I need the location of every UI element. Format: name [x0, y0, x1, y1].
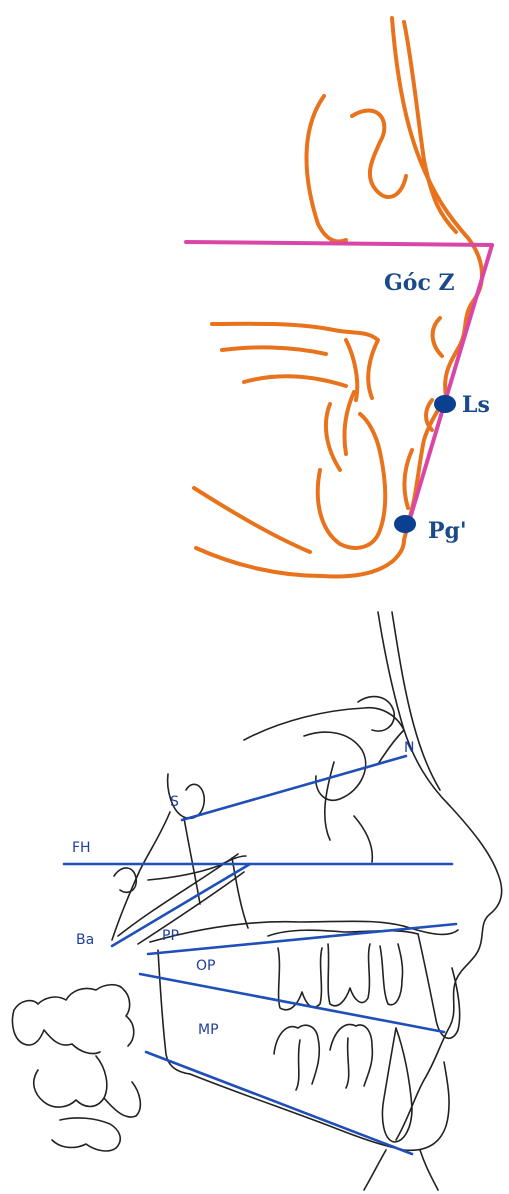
- symphysis-outline: [364, 1150, 438, 1190]
- inner-frontal-outline: [392, 612, 440, 790]
- orbit-outline: [304, 697, 394, 801]
- mp-label: MP: [198, 1022, 219, 1038]
- frankfort-horizontal-line: [186, 242, 492, 245]
- cranial-base: [244, 708, 404, 764]
- sn-line: [182, 756, 406, 820]
- lower-incisor: [382, 1028, 412, 1142]
- n-label: N: [404, 740, 414, 756]
- upper-incisor: [418, 934, 460, 1038]
- forehead-outline: [378, 612, 502, 1140]
- soft-tissue-profile: [194, 18, 482, 576]
- mandible-outline: [190, 1062, 449, 1150]
- pg-point: [394, 515, 416, 533]
- pp-label: PP: [162, 928, 179, 944]
- nasal-inner-contour: [404, 22, 456, 232]
- chin-detail: [405, 450, 412, 508]
- pp-line: [148, 924, 456, 954]
- orbit-curve: [307, 96, 346, 241]
- cervical-vertebra-lower: [52, 1118, 120, 1151]
- skull-tracing: [12, 612, 501, 1190]
- ls-point: [434, 395, 456, 413]
- ramus-outline: [158, 950, 190, 1074]
- pg-label: Pg': [428, 518, 467, 544]
- lower-molars: [274, 1024, 372, 1090]
- mp-line: [146, 1052, 412, 1154]
- cervical-vertebrae: [12, 985, 140, 1117]
- cephalometric-tracing-diagram: N S FH Ba PP OP MP: [12, 612, 501, 1190]
- maxilla-contour: [212, 324, 378, 400]
- forehead-contour: [352, 110, 406, 197]
- angle-label: Góc Z: [384, 270, 455, 296]
- s-label: S: [170, 794, 179, 810]
- ls-label: Ls: [462, 392, 490, 418]
- upper-molars: [278, 944, 403, 1010]
- ba-label: Ba: [76, 932, 94, 948]
- fh-label: FH: [72, 840, 91, 856]
- op-label: OP: [196, 958, 215, 974]
- z-angle-diagram: Góc Z Ls Pg': [186, 18, 492, 576]
- reference-lines: [64, 756, 456, 1154]
- mandible-contour: [194, 392, 385, 552]
- op-line: [140, 974, 444, 1032]
